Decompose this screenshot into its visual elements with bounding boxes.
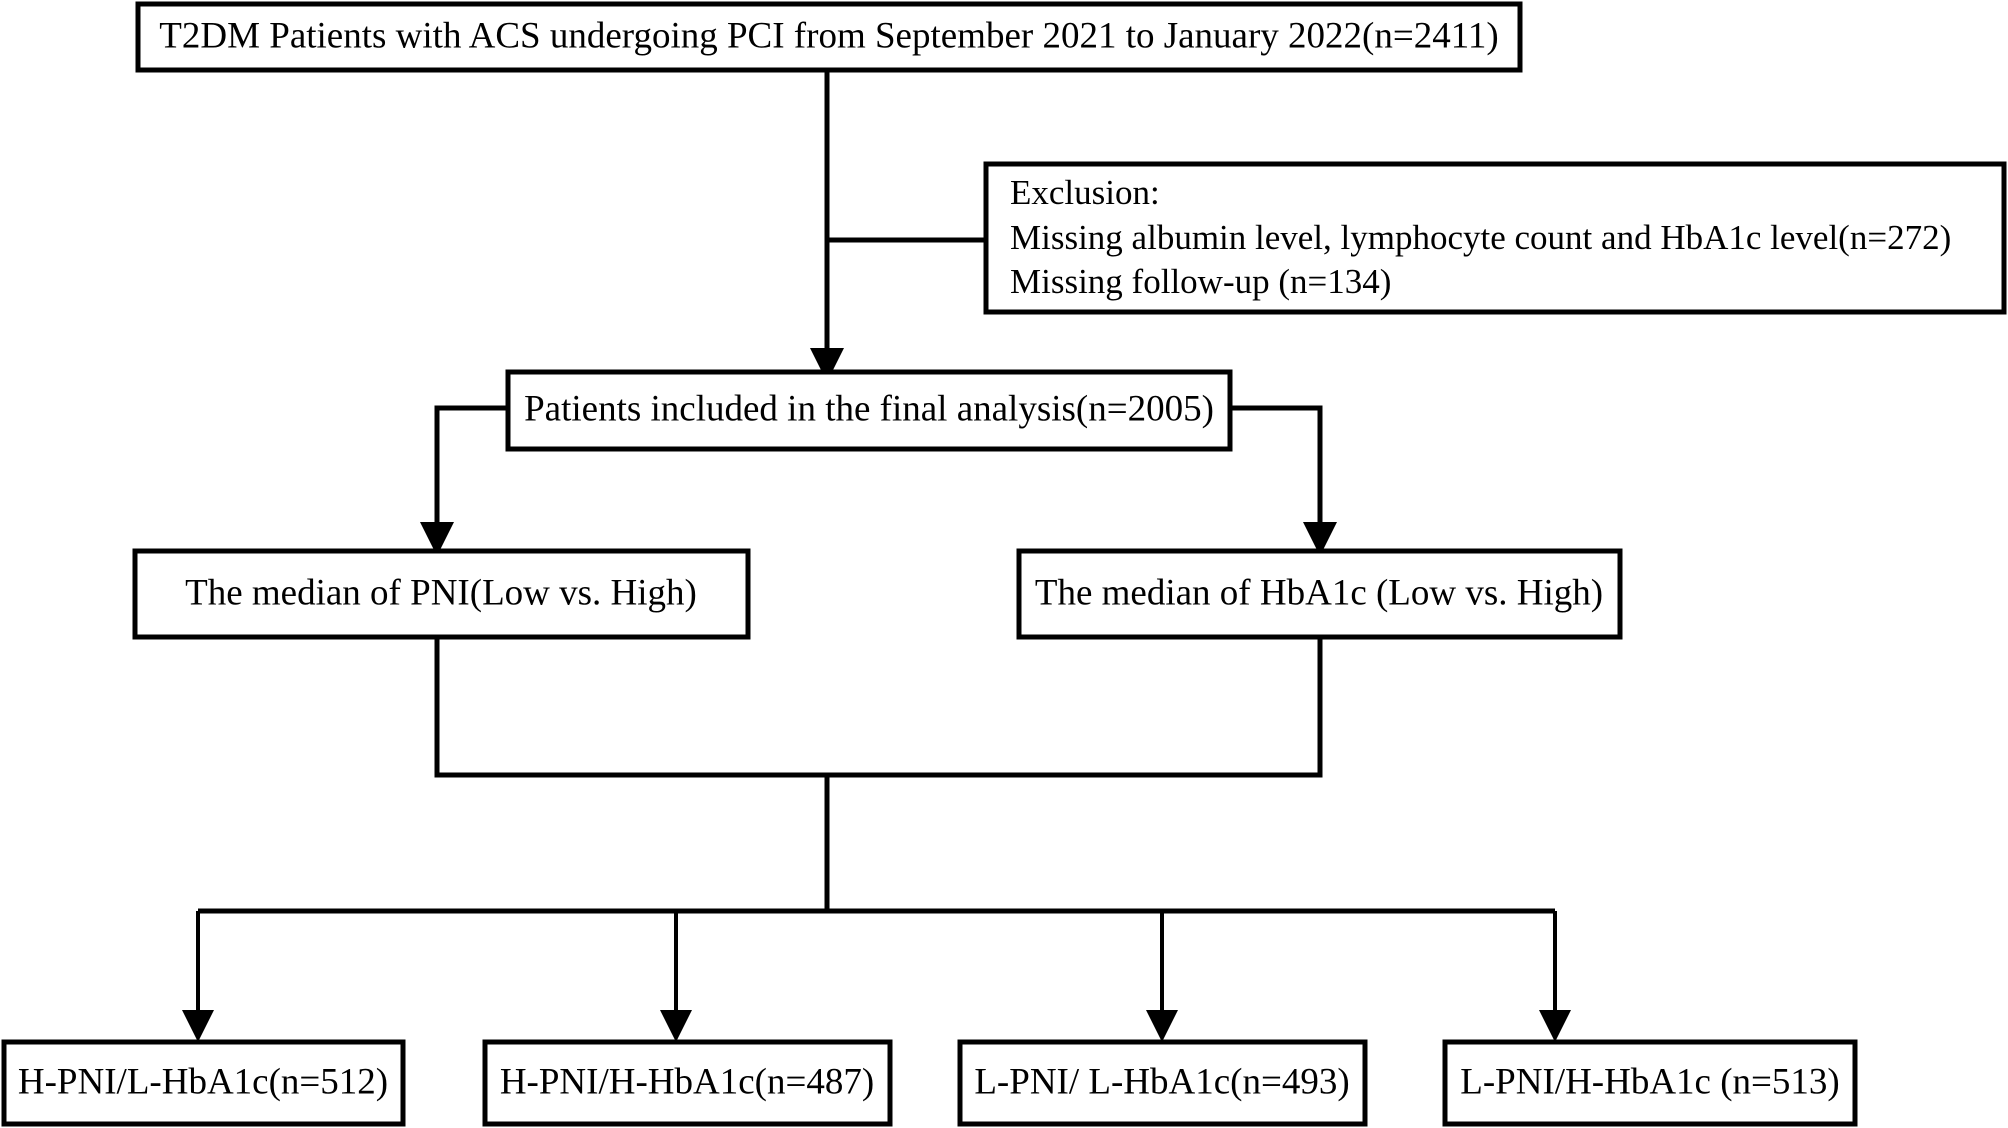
connector-included-to-pni [420, 405, 508, 556]
node-enrollment-label: T2DM Patients with ACS undergoing PCI fr… [159, 15, 1498, 56]
node-split-pni-label: The median of PNI(Low vs. High) [185, 572, 697, 613]
node-group-1-label: H-PNI/L-HbA1c(n=512) [18, 1061, 388, 1102]
connector-group-1-arrow [182, 911, 214, 1042]
node-group-4-label: L-PNI/H-HbA1c (n=513) [1460, 1061, 1840, 1102]
node-group-2[interactable]: H-PNI/H-HbA1c(n=487) [482, 1039, 893, 1127]
node-exclusion-line2: Missing albumin level, lymphocyte count … [1010, 218, 1951, 257]
node-exclusion-line1: Exclusion: [1010, 173, 1160, 212]
node-exclusion-line3: Missing follow-up (n=134) [1010, 262, 1391, 301]
connector-group-3-arrow [1146, 911, 1178, 1042]
node-split-pni[interactable]: The median of PNI(Low vs. High) [132, 548, 751, 640]
node-split-hba1c-label: The median of HbA1c (Low vs. High) [1035, 572, 1603, 613]
connector-enrollment-to-included [810, 68, 844, 382]
connector-merge-to-groups [198, 637, 1555, 914]
connector-included-to-hba1c [1230, 405, 1337, 556]
node-group-3-label: L-PNI/ L-HbA1c(n=493) [974, 1061, 1349, 1102]
node-group-1[interactable]: H-PNI/L-HbA1c(n=512) [1, 1039, 406, 1127]
node-split-hba1c[interactable]: The median of HbA1c (Low vs. High) [1016, 548, 1623, 640]
node-included-label: Patients included in the final analysis(… [524, 388, 1214, 429]
node-enrollment[interactable]: T2DM Patients with ACS undergoing PCI fr… [135, 1, 1523, 73]
node-included[interactable]: Patients included in the final analysis(… [505, 369, 1233, 452]
connector-group-4-arrow [1539, 911, 1571, 1042]
node-group-4[interactable]: L-PNI/H-HbA1c (n=513) [1442, 1039, 1858, 1127]
node-group-2-label: H-PNI/H-HbA1c(n=487) [500, 1061, 874, 1102]
node-group-3[interactable]: L-PNI/ L-HbA1c(n=493) [957, 1039, 1368, 1127]
node-exclusion[interactable]: Exclusion: Missing albumin level, lympho… [983, 161, 2007, 315]
connector-group-2-arrow [660, 911, 692, 1042]
